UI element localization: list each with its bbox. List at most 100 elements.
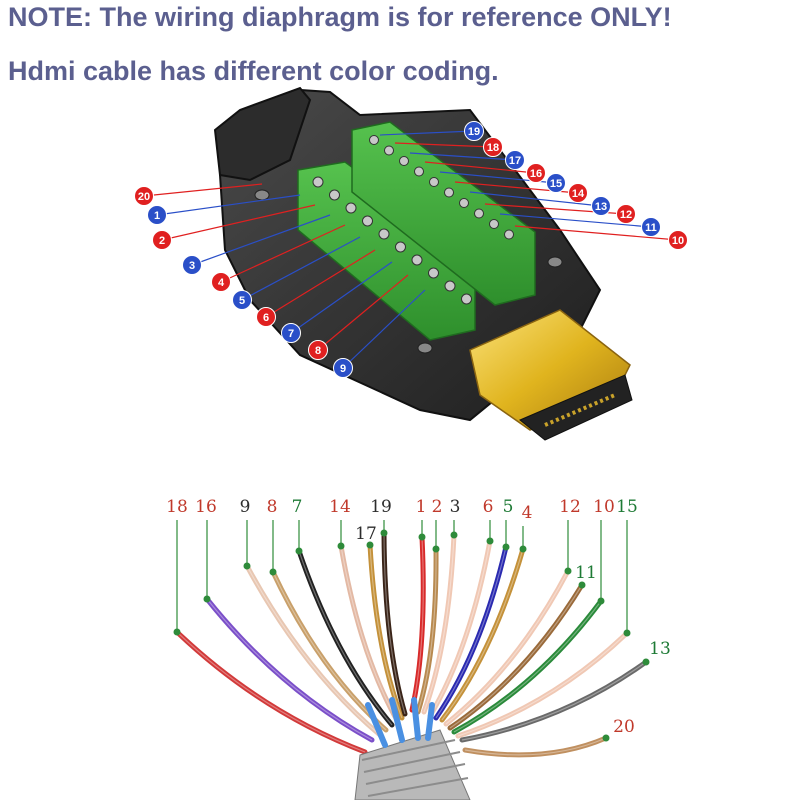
wire-end-dot: [380, 529, 388, 537]
wire-end-dot: [337, 542, 345, 550]
pin-badge: [308, 340, 328, 360]
wire-label: 4: [522, 503, 533, 523]
pin-badge-label: 16: [530, 168, 542, 180]
terminal-screw: [329, 189, 340, 201]
wire-highlight: [461, 661, 647, 741]
pin-badge-label: 20: [138, 191, 150, 203]
wire: [415, 546, 439, 715]
wire-label: 2: [432, 497, 443, 517]
pin-badge-label: 4: [218, 277, 225, 289]
wire-highlight: [369, 544, 403, 719]
wire-end-dot: [243, 562, 251, 570]
wire: [174, 629, 368, 755]
wire-highlight: [441, 548, 524, 721]
terminal-screw: [384, 145, 394, 156]
pin-badge-label: 9: [340, 363, 346, 375]
terminal-screw: [399, 156, 409, 166]
wire-highlight: [423, 534, 455, 713]
wire: [409, 534, 426, 713]
wire-highlight: [464, 737, 607, 756]
wire: [439, 546, 526, 723]
wire-highlight: [445, 570, 569, 725]
wire-end-dot: [623, 629, 631, 637]
pin-badge: [546, 173, 566, 193]
pin-badge: [568, 183, 588, 203]
pin-badge-label: 12: [620, 209, 632, 221]
terminal-screws-front: [312, 176, 472, 305]
pin-badge: [152, 230, 172, 250]
foil-shield: [365, 697, 435, 748]
pin-badge-label: 6: [263, 312, 269, 324]
cable-braid: [361, 739, 469, 797]
terminal-screw: [414, 166, 424, 177]
pin-leader-line: [424, 161, 537, 174]
wire: [447, 582, 585, 731]
wire-end-dot: [502, 543, 510, 551]
wire-highlight: [457, 632, 628, 737]
wire-highlight: [429, 540, 491, 717]
pin-badge-label: 18: [487, 142, 499, 154]
wire-highlight: [340, 545, 399, 723]
terminal-screw: [504, 229, 514, 240]
wire-highlight: [417, 548, 437, 713]
wire-label: 3: [450, 497, 461, 517]
pin-leader-line: [342, 289, 426, 369]
pin-badge: [464, 121, 484, 141]
wire-end-dot: [418, 533, 426, 541]
terminal-screw: [369, 135, 379, 145]
wire: [443, 568, 571, 727]
terminal-screw: [444, 280, 456, 292]
pin-badge-label: 14: [572, 188, 585, 200]
wire: [381, 530, 408, 717]
wire-end-dot: [486, 537, 494, 545]
terminal-screw: [395, 241, 406, 253]
pin-badge: [333, 358, 353, 378]
hdmi-plug-face: [519, 374, 633, 441]
connector-shell-lid: [213, 86, 312, 182]
pin-leader-line: [265, 249, 376, 318]
wire-label: 13: [649, 639, 671, 659]
pin-leader-line: [394, 142, 494, 148]
pin-leader-line: [241, 236, 361, 301]
pin-leader-line: [191, 214, 331, 266]
wire: [455, 630, 630, 739]
wire-highlight: [176, 631, 366, 753]
pin-badge-label: 17: [509, 155, 521, 167]
hdmi-plug-contacts: [544, 393, 616, 427]
wire-end-dot: [432, 545, 440, 553]
terminal-screw: [312, 176, 324, 188]
terminal-screw: [461, 293, 472, 305]
pin-leader-lines: [143, 130, 679, 369]
wire-highlight: [435, 546, 507, 719]
wire: [244, 563, 383, 738]
pin-badge-label: 11: [645, 222, 657, 234]
wire: [367, 542, 405, 721]
wire-highlight: [298, 550, 393, 726]
pin-leader-line: [409, 152, 516, 161]
wire: [421, 532, 457, 715]
terminal-screw: [411, 254, 423, 266]
wire-label: 1: [416, 497, 427, 517]
wire-end-dot: [269, 568, 277, 576]
wire-end-dot: [519, 545, 527, 553]
wire: [451, 598, 604, 735]
pin-badge: [182, 255, 202, 275]
wire-label: 5: [503, 497, 514, 517]
pin-leader-line: [290, 261, 393, 334]
wire-label: 8: [267, 497, 278, 517]
wire-label: 18: [166, 497, 188, 517]
pin-leader-line: [161, 204, 316, 241]
pin-leader-line: [220, 224, 346, 283]
wire-highlight: [449, 584, 583, 729]
wire-end-dot: [173, 628, 181, 636]
pin-leader-line: [469, 191, 602, 207]
pin-badge-label: 8: [315, 345, 321, 357]
wire-label: 7: [292, 497, 303, 517]
wire: [433, 544, 509, 721]
pin-badge: [668, 230, 688, 250]
pin-badge-label: 7: [288, 328, 294, 340]
wire: [459, 659, 649, 743]
wire-highlight: [453, 600, 602, 733]
